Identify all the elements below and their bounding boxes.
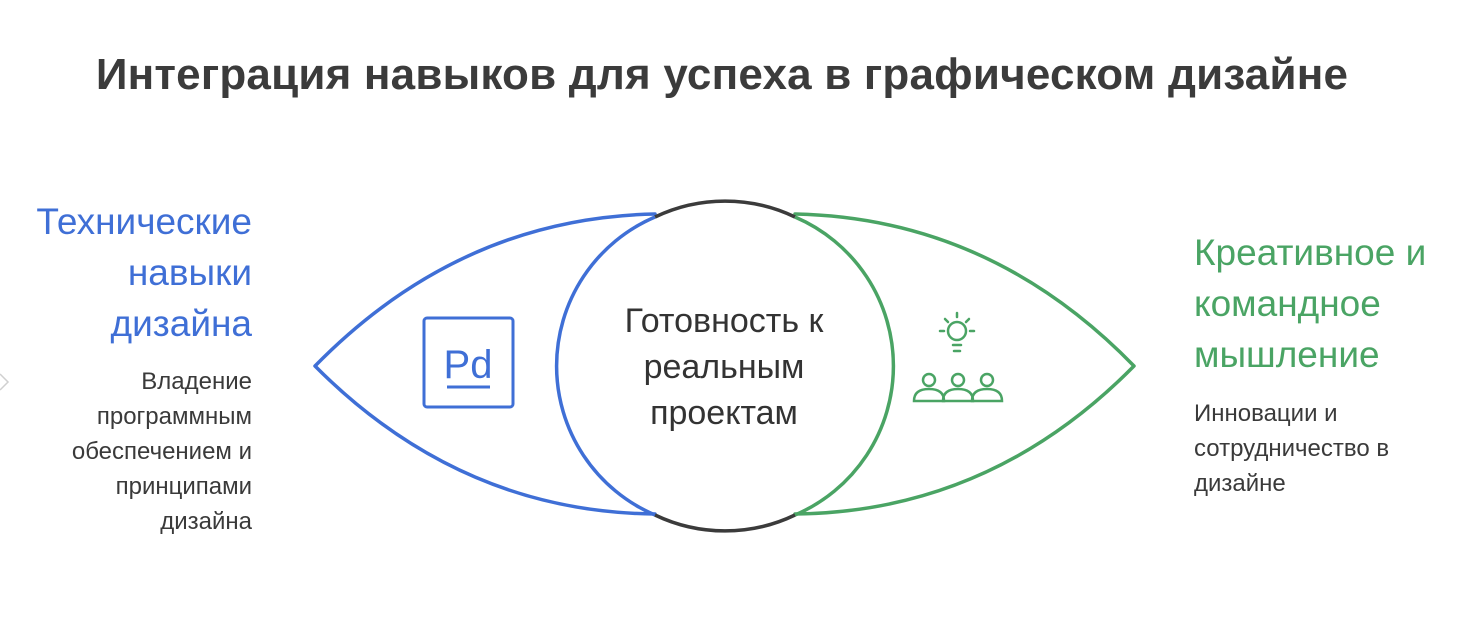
design-software-icon-text: Pd <box>444 343 493 387</box>
left-lens-shape <box>313 212 657 516</box>
right-description-line: дизайне <box>1194 470 1286 497</box>
center-circle-bottom-arc <box>654 513 796 533</box>
left-description: Владение программным обеспечением и прин… <box>0 364 252 539</box>
right-lens-shape <box>793 212 1136 516</box>
left-heading-line: навыки <box>127 252 252 293</box>
right-description: Инновации и сотрудничество в дизайне <box>1194 396 1464 501</box>
left-description-line: обеспечением и <box>71 438 252 465</box>
left-description-line: принципами <box>115 473 252 500</box>
right-description-line: сотрудничество в <box>1194 435 1390 462</box>
left-description-line: Владение <box>141 368 252 395</box>
left-heading-line: дизайна <box>110 303 252 344</box>
left-heading-line: Технические <box>36 201 252 242</box>
center-circle-top-arc <box>654 199 796 219</box>
center-label: Готовность к реальным проектам <box>584 298 864 436</box>
idea-team-icon <box>912 311 1004 403</box>
center-circle-right-arc <box>794 215 896 517</box>
right-description-line: Инновации и <box>1194 400 1338 427</box>
right-heading-line: мышление <box>1194 334 1380 375</box>
left-description-line: дизайна <box>160 508 252 535</box>
right-heading-line: Креативное и <box>1194 232 1427 273</box>
right-heading: Креативное и командное мышление <box>1194 227 1464 380</box>
left-description-line: программным <box>96 403 252 430</box>
side-chevron-mark <box>0 373 10 391</box>
design-software-icon: Pd <box>422 316 515 409</box>
center-label-line: проектам <box>650 394 798 432</box>
center-label-line: Готовность к <box>624 302 824 340</box>
center-label-line: реальным <box>643 348 805 386</box>
right-heading-line: командное <box>1194 283 1381 324</box>
left-heading: Технические навыки дизайна <box>0 196 252 349</box>
center-circle-left-arc <box>554 215 656 517</box>
page-title: Интеграция навыков для успеха в графичес… <box>95 50 1349 99</box>
